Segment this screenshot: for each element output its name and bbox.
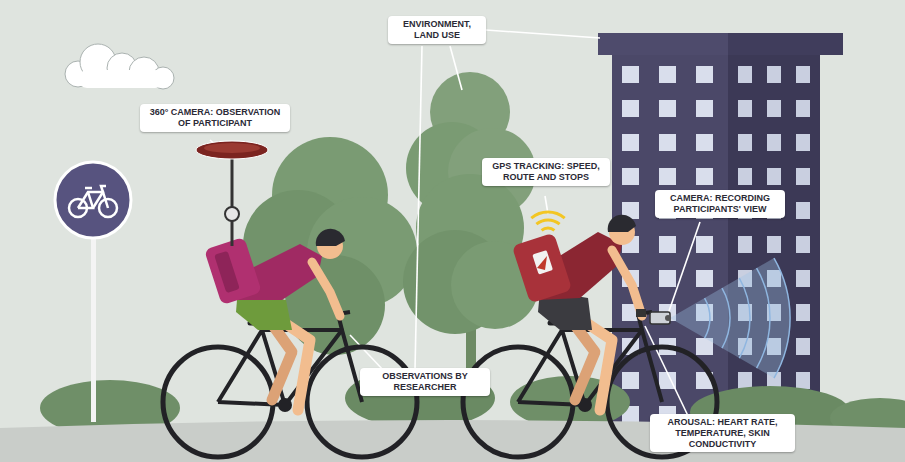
cyclist-participant xyxy=(705,298,710,338)
label-text: GPS TRACKING: SPEED, ROUTE AND STOPS xyxy=(488,161,604,183)
cyclist-participant xyxy=(636,309,646,317)
building xyxy=(598,33,843,55)
cyclist-participant xyxy=(542,228,555,230)
leader-lines xyxy=(350,335,385,372)
clouds xyxy=(65,44,174,89)
bike-sign xyxy=(55,162,131,422)
cyclist-participant xyxy=(774,258,790,378)
bike-sign xyxy=(93,186,106,208)
label-text: ENVIRONMENT, LAND USE xyxy=(394,19,480,41)
bushes xyxy=(345,368,495,428)
cyclist-researcher xyxy=(338,312,362,402)
bike-sign xyxy=(91,236,96,422)
leader-lines xyxy=(668,222,700,314)
cyclist-participant xyxy=(757,268,770,368)
leader-lines xyxy=(645,326,690,420)
cyclist-researcher xyxy=(312,262,340,316)
cyclist-participant xyxy=(650,312,670,324)
label-text: CAMERA: RECORDING PARTICIPANTS' VIEW xyxy=(661,193,779,215)
cyclist-participant xyxy=(532,250,553,275)
label-text: AROUSAL: HEART RATE, TEMPERATURE, SKIN C… xyxy=(656,417,789,449)
cyclist-researcher xyxy=(214,251,240,293)
cyclist-researcher xyxy=(204,143,260,153)
cyclist-participant xyxy=(612,250,642,316)
cyclist-participant xyxy=(638,312,662,402)
cyclist-researcher xyxy=(231,150,234,246)
bike-sign xyxy=(85,187,92,190)
cyclist-researcher xyxy=(278,398,292,412)
callout-label: GPS TRACKING: SPEED, ROUTE AND STOPS xyxy=(482,158,610,186)
cyclist-participant xyxy=(531,212,564,218)
leader-lines xyxy=(486,30,600,38)
bike-sign xyxy=(78,192,108,208)
callout-label: 360° CAMERA: OBSERVATION OF PARTICIPANT xyxy=(140,104,290,132)
building xyxy=(598,33,843,440)
cyclist-researcher xyxy=(316,229,345,246)
bike-sign xyxy=(55,162,131,238)
cyclist-participant xyxy=(670,258,790,378)
label-text: OBSERVATIONS BY RESEARCHER xyxy=(366,371,484,393)
cyclist-participant xyxy=(463,212,790,457)
cyclist-participant xyxy=(536,220,559,224)
cyclist-researcher xyxy=(225,207,239,221)
cyclist-participant xyxy=(512,233,572,304)
callout-label: ENVIRONMENT, LAND USE xyxy=(388,16,486,44)
clouds xyxy=(78,70,164,88)
cyclist-researcher xyxy=(204,237,262,305)
cyclist-participant xyxy=(537,256,547,270)
leader-lines xyxy=(415,46,422,370)
label-text: 360° CAMERA: OBSERVATION OF PARTICIPANT xyxy=(146,107,284,129)
cyclist-participant xyxy=(665,315,671,321)
callout-label: CAMERA: RECORDING PARTICIPANTS' VIEW xyxy=(655,190,785,218)
bike-sign xyxy=(78,192,93,208)
cyclist-participant xyxy=(608,215,636,232)
cyclist-researcher xyxy=(163,141,417,457)
leader-lines xyxy=(450,46,462,90)
cyclist-participant xyxy=(722,288,730,348)
building xyxy=(612,48,820,440)
cyclist-researcher xyxy=(196,141,268,159)
building xyxy=(598,33,728,55)
building xyxy=(728,48,820,440)
cyclist-participant xyxy=(739,278,750,358)
callout-label: AROUSAL: HEART RATE, TEMPERATURE, SKIN C… xyxy=(650,414,795,452)
callout-label: OBSERVATIONS BY RESEARCHER xyxy=(360,368,490,396)
